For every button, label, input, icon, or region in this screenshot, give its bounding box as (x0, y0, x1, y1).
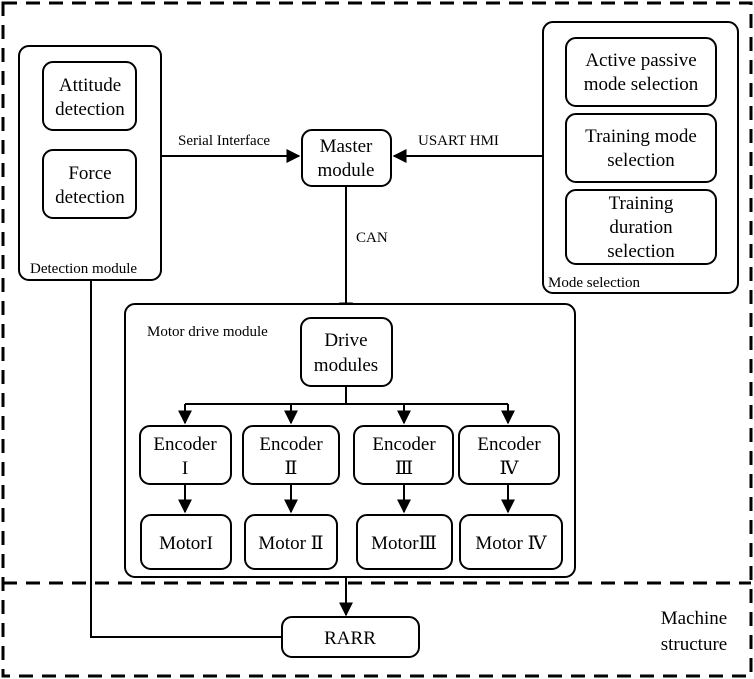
encoder-1-line1: Encoder (153, 434, 217, 455)
active-passive-line2: mode selection (584, 74, 699, 95)
master-module-line2: module (318, 160, 375, 181)
detection-module: Attitude detection Force detection Detec… (18, 45, 162, 281)
drive-modules-line2: modules (314, 355, 378, 376)
rarr-box (281, 616, 420, 658)
motor-2-label: Motor Ⅱ (258, 533, 323, 554)
motor-4-box (459, 514, 563, 570)
training-duration-box (565, 189, 717, 265)
attitude-detection-line1: Attitude (59, 75, 121, 96)
encoder-3-line1: Encoder (372, 434, 436, 455)
usart-hmi-label: USART HMI (418, 133, 499, 149)
training-mode-line2: selection (607, 150, 675, 171)
encoder-2-line1: Encoder (259, 434, 323, 455)
machine-structure-line2: structure (661, 634, 727, 655)
encoder-3-line2: Ⅲ (395, 458, 413, 479)
training-duration-line2: duration (609, 217, 673, 238)
training-mode-box (565, 113, 717, 183)
motor-3-box (356, 514, 453, 570)
motor-1-label: MotorI (159, 533, 213, 554)
motor-2-box (244, 514, 338, 570)
drive-modules-line1: Drive (324, 330, 367, 351)
encoder-4-line1: Encoder (477, 434, 541, 455)
motor-drive-module-box (124, 303, 576, 578)
training-duration-line3: selection (607, 241, 675, 262)
motor-drive-module: Motor drive module Drive modules Encoder… (124, 303, 576, 578)
training-duration-line1: Training (609, 193, 674, 214)
machine-structure-line1: Machine (661, 608, 727, 629)
can-label: CAN (356, 230, 388, 246)
attitude-detection-line2: detection (55, 99, 125, 120)
mode-selection-title: Mode selection (548, 275, 641, 291)
detection-module-title: Detection module (30, 261, 137, 277)
rarr-label: RARR (324, 628, 376, 649)
mode-selection: Active passive mode selection Training m… (542, 21, 739, 294)
force-detection-box (42, 149, 137, 219)
force-detection-line1: Force (68, 163, 111, 184)
active-passive-line1: Active passive (585, 50, 696, 71)
force-detection-line2: detection (55, 187, 125, 208)
training-mode-line1: Training mode (585, 126, 697, 147)
motor-1-box (140, 514, 232, 570)
master-module: Master module (301, 129, 392, 187)
encoder-4-line2: Ⅳ (500, 458, 520, 479)
motor-4-label: Motor Ⅳ (475, 533, 547, 554)
attitude-detection-box (42, 61, 137, 131)
motor-drive-title: Motor drive module (147, 324, 268, 340)
encoder-1-line2: I (182, 458, 188, 479)
motor-3-label: MotorⅢ (371, 533, 437, 554)
serial-interface-label: Serial Interface (178, 133, 270, 149)
encoder-2-line2: Ⅱ (285, 458, 298, 479)
active-passive-box (565, 37, 717, 107)
detection-to-rarr-line (90, 280, 282, 638)
master-module-line1: Master (320, 136, 373, 157)
